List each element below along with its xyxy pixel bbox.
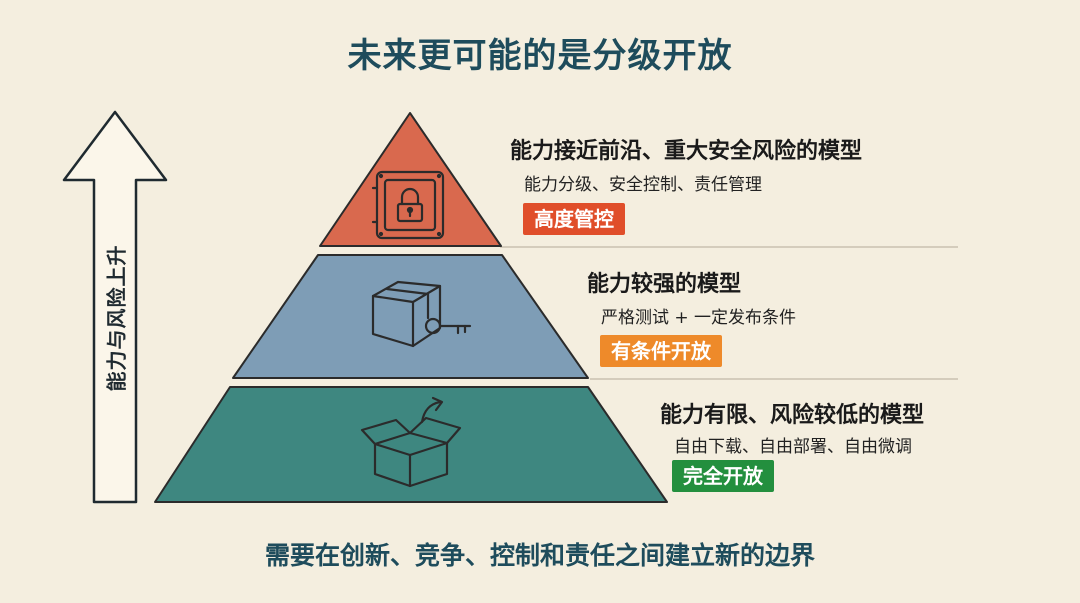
tier-bottom-badge: 完全开放 bbox=[672, 460, 774, 492]
tier-top-badge: 高度管控 bbox=[523, 203, 625, 235]
page-title: 未来更可能的是分级开放 bbox=[347, 36, 733, 76]
tier-bottom-shape bbox=[154, 386, 668, 503]
up-arrow-icon bbox=[62, 110, 168, 504]
open-box-icon bbox=[360, 396, 462, 488]
box-key-icon bbox=[371, 280, 472, 348]
side-arrow-label: 能力与风险上升 bbox=[104, 244, 129, 392]
tier-top-title: 能力接近前沿、重大安全风险的模型 bbox=[510, 139, 863, 164]
tier-bottom-title: 能力有限、风险较低的模型 bbox=[660, 403, 925, 428]
tier-middle-description: 严格测试 + 一定发布条件 bbox=[601, 308, 797, 328]
tier-middle-title: 能力较强的模型 bbox=[587, 272, 742, 297]
tier-middle-badge: 有条件开放 bbox=[600, 335, 722, 367]
tier-bottom-description: 自由下载、自由部署、自由微调 bbox=[674, 437, 912, 457]
footer-caption: 需要在创新、竞争、控制和责任之间建立新的边界 bbox=[264, 541, 815, 570]
safe-lock-icon bbox=[371, 170, 445, 240]
tier-middle-shape bbox=[232, 254, 589, 379]
tier-top-description: 能力分级、安全控制、责任管理 bbox=[524, 175, 762, 195]
